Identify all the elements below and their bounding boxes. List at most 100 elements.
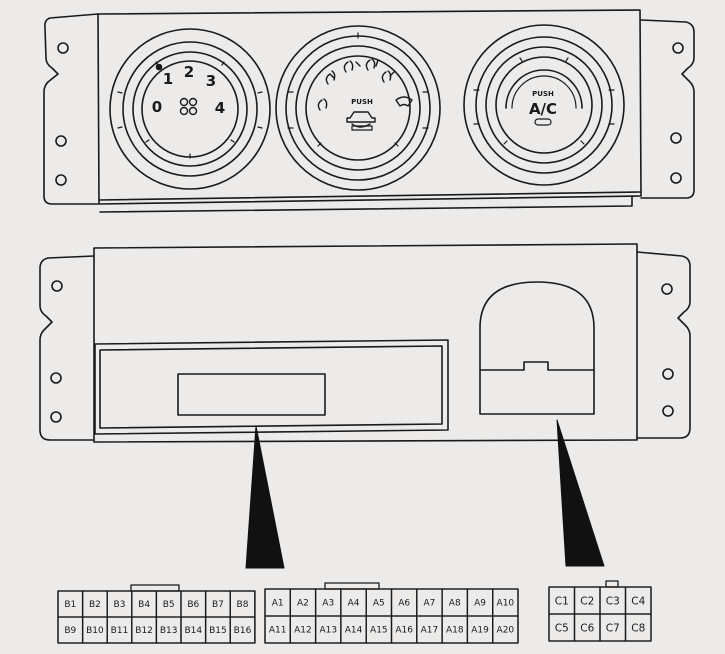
front-right-bracket [640,19,695,199]
front-faceplate-bottom-lip [98,191,642,213]
rear-right-hole-3 [662,405,674,417]
connector-a-pin-label: A15 [370,626,388,636]
mode-feet-defrost-icon [381,70,395,83]
connector-a-pin-label: A11 [269,626,287,636]
connector-a-pin-label: A20 [497,626,515,636]
fan-speed-knob[interactable]: 0 1 2 3 4 [109,28,271,190]
connector-b-pin-label: B5 [163,600,175,610]
fan-pointer-dot [155,63,163,71]
connector-a-pin-label: A5 [373,599,385,609]
connector-c-pin-cell [624,613,652,642]
ac-indicator-arc [505,69,583,109]
connector-c-pin-label: C6 [580,622,594,634]
rear-view [39,243,691,443]
connector-b-pin-label: B6 [187,600,199,610]
mode-face-feet-icon [343,60,361,73]
ac-push-label: PUSH [532,90,554,98]
air-mode-knob[interactable]: PUSH [275,25,441,191]
connector-a-pin-label: A7 [424,599,436,609]
fan-label-1: 1 [163,70,173,88]
connector-b-pin-label: B10 [86,626,104,636]
connector-a-pin-cell [492,615,519,644]
front-right-hole-2 [670,132,682,144]
rear-right-hole-1 [661,283,673,295]
fan-label-0: 0 [152,98,162,116]
mode-button-indicator [351,125,373,131]
fan-label-2: 2 [184,63,194,81]
connector-b-pin-label: B12 [135,626,153,636]
connector-b-pin-label: B4 [138,600,150,610]
rear-housing [93,243,638,443]
connector-b-pin-label: B3 [114,600,126,610]
connector-b-pin-label: B14 [184,626,202,636]
pointer-to-connector-ab [245,425,285,569]
connector-c-pin-label: C3 [606,595,620,607]
rear-dome-housing [479,281,595,415]
connector-b-pin-label: B8 [237,600,249,610]
connector-c-pin-label: C7 [606,622,620,634]
mode-push-label: PUSH [351,98,373,106]
connector-b-key-tab [130,584,180,592]
ac-indicator-arc-inner [511,75,577,109]
front-faceplate [97,9,642,205]
connector-a-pin-label: A14 [345,626,363,636]
connector-a-pin-label: A19 [471,626,489,636]
connector-c-key-tab [605,580,619,588]
mode-face-icon [317,70,336,111]
connector-a-pin-label: A3 [322,599,334,609]
front-right-hole-3 [670,172,682,184]
connector-a-pin-label: A2 [297,599,309,609]
fan-label-3: 3 [206,72,216,90]
connector-a-pin-label: A4 [348,599,360,609]
connector-c-pin-label: C5 [555,622,569,634]
connector-a-pin-label: A1 [272,599,284,609]
rear-left-hole-3 [50,411,62,423]
connector-a-pin-label: A8 [449,599,461,609]
ac-label: A/C [529,100,557,118]
ac-knob[interactable]: PUSH A/C [463,24,625,186]
mode-feet-icon [365,58,379,71]
connector-a-pin-label: A18 [446,626,464,636]
pointer-to-connector-c [556,419,605,567]
fan-label-4: 4 [215,99,225,117]
connector-a-pin-label: A13 [319,626,337,636]
connector-a-pin-label: A10 [497,599,515,609]
front-left-hole-1 [57,42,69,54]
connector-b-pin-label: B7 [212,600,224,610]
connector-b-pin-cell [229,616,256,644]
connector-c-pin-label: C2 [580,595,594,607]
connector-b-pin-label: B15 [209,626,227,636]
connector-b-pin-label: B1 [64,600,76,610]
connector-c-pin-label: C8 [631,622,645,634]
connector-b-pin-label: B9 [64,626,76,636]
rear-left-hole-2 [50,372,62,384]
front-view: 0 1 2 3 4 [43,9,695,213]
fan-icon [179,97,198,116]
connector-b-pin-label: B13 [160,626,178,636]
rear-left-bracket [39,255,95,441]
connector-a-pin-label: A16 [395,626,413,636]
rear-dome-divider [479,361,595,371]
connector-b-pin-label: B2 [89,600,101,610]
connector-c-pin-label: C1 [555,595,569,607]
front-left-hole-2 [55,135,67,147]
connector-b-pin-label: B11 [111,626,129,636]
connector-a-pin-label: A6 [398,599,410,609]
connector-a-pin-label: A12 [294,626,312,636]
connector-a-pin-label: A9 [474,599,486,609]
connector-a-pin-label: A17 [421,626,439,636]
recirculation-car-icon[interactable] [346,111,376,128]
front-left-hole-3 [55,174,67,186]
rear-connector-block [94,339,449,435]
ac-indicator-lamp [534,118,552,126]
front-left-bracket [43,13,99,205]
connector-a-key-tab [324,582,380,590]
connector-c-pin-label: C4 [631,595,645,607]
defrost-windshield-icon [395,96,413,107]
rear-right-hole-2 [662,368,674,380]
rear-connector-socket-ab [177,373,326,416]
